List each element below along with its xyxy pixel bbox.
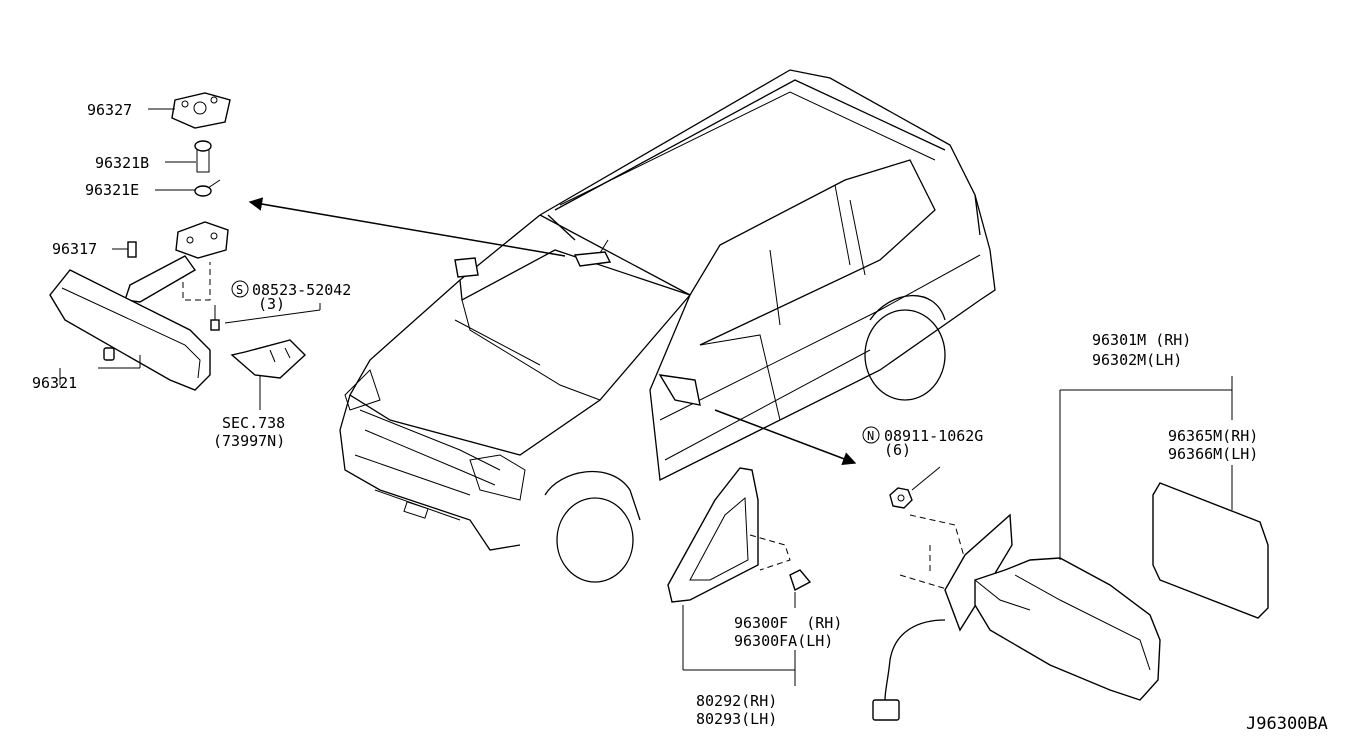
diagram-code: J96300BA xyxy=(1246,714,1328,734)
label-96321b: 96321B xyxy=(95,154,149,172)
label-glass-rh: 96365M(RH) xyxy=(1168,427,1258,445)
label-cover-rh: 96300F (RH) xyxy=(734,614,842,632)
label-nut-qty: (6) xyxy=(884,441,911,459)
label-96327: 96327 xyxy=(87,101,132,119)
door-mirror-shape xyxy=(974,557,1161,701)
inner-mirror-arrow xyxy=(248,197,566,257)
label-96317: 96317 xyxy=(52,240,97,258)
mirror-glass-shape xyxy=(1152,482,1269,619)
label-sec-part: (73997N) xyxy=(213,432,285,450)
label-screw-code: 08523-52042 xyxy=(252,281,351,299)
label-sec-738: SEC.738 xyxy=(222,414,285,432)
leader-lines xyxy=(59,108,1233,686)
label-mirror-rh: 96301M (RH) xyxy=(1092,331,1191,349)
door-mirror-assembly xyxy=(667,467,1269,721)
inner-mirror-assembly xyxy=(49,92,307,391)
label-nut-code: 08911-1062G xyxy=(884,427,983,445)
inner-mirror-shape xyxy=(49,269,211,391)
screw-symbol-letter: S xyxy=(236,283,243,297)
label-96321e: 96321E xyxy=(85,181,139,199)
vehicle-illustration xyxy=(339,69,996,583)
label-finisher-lh: 80293(LH) xyxy=(696,710,777,728)
label-96321: 96321 xyxy=(32,374,77,392)
door-mirror-arrow xyxy=(714,409,857,466)
label-screw-qty: (3) xyxy=(258,295,285,313)
label-finisher-rh: 80292(RH) xyxy=(696,692,777,710)
base-plate-shape xyxy=(171,92,231,129)
label-mirror-lh: 96302M(LH) xyxy=(1092,351,1182,369)
screw-symbol xyxy=(231,280,249,298)
label-cover-lh: 96300FA(LH) xyxy=(734,632,833,650)
label-glass-lh: 96366M(LH) xyxy=(1168,445,1258,463)
nut-symbol xyxy=(862,426,880,444)
nut-symbol-letter: N xyxy=(867,429,874,443)
